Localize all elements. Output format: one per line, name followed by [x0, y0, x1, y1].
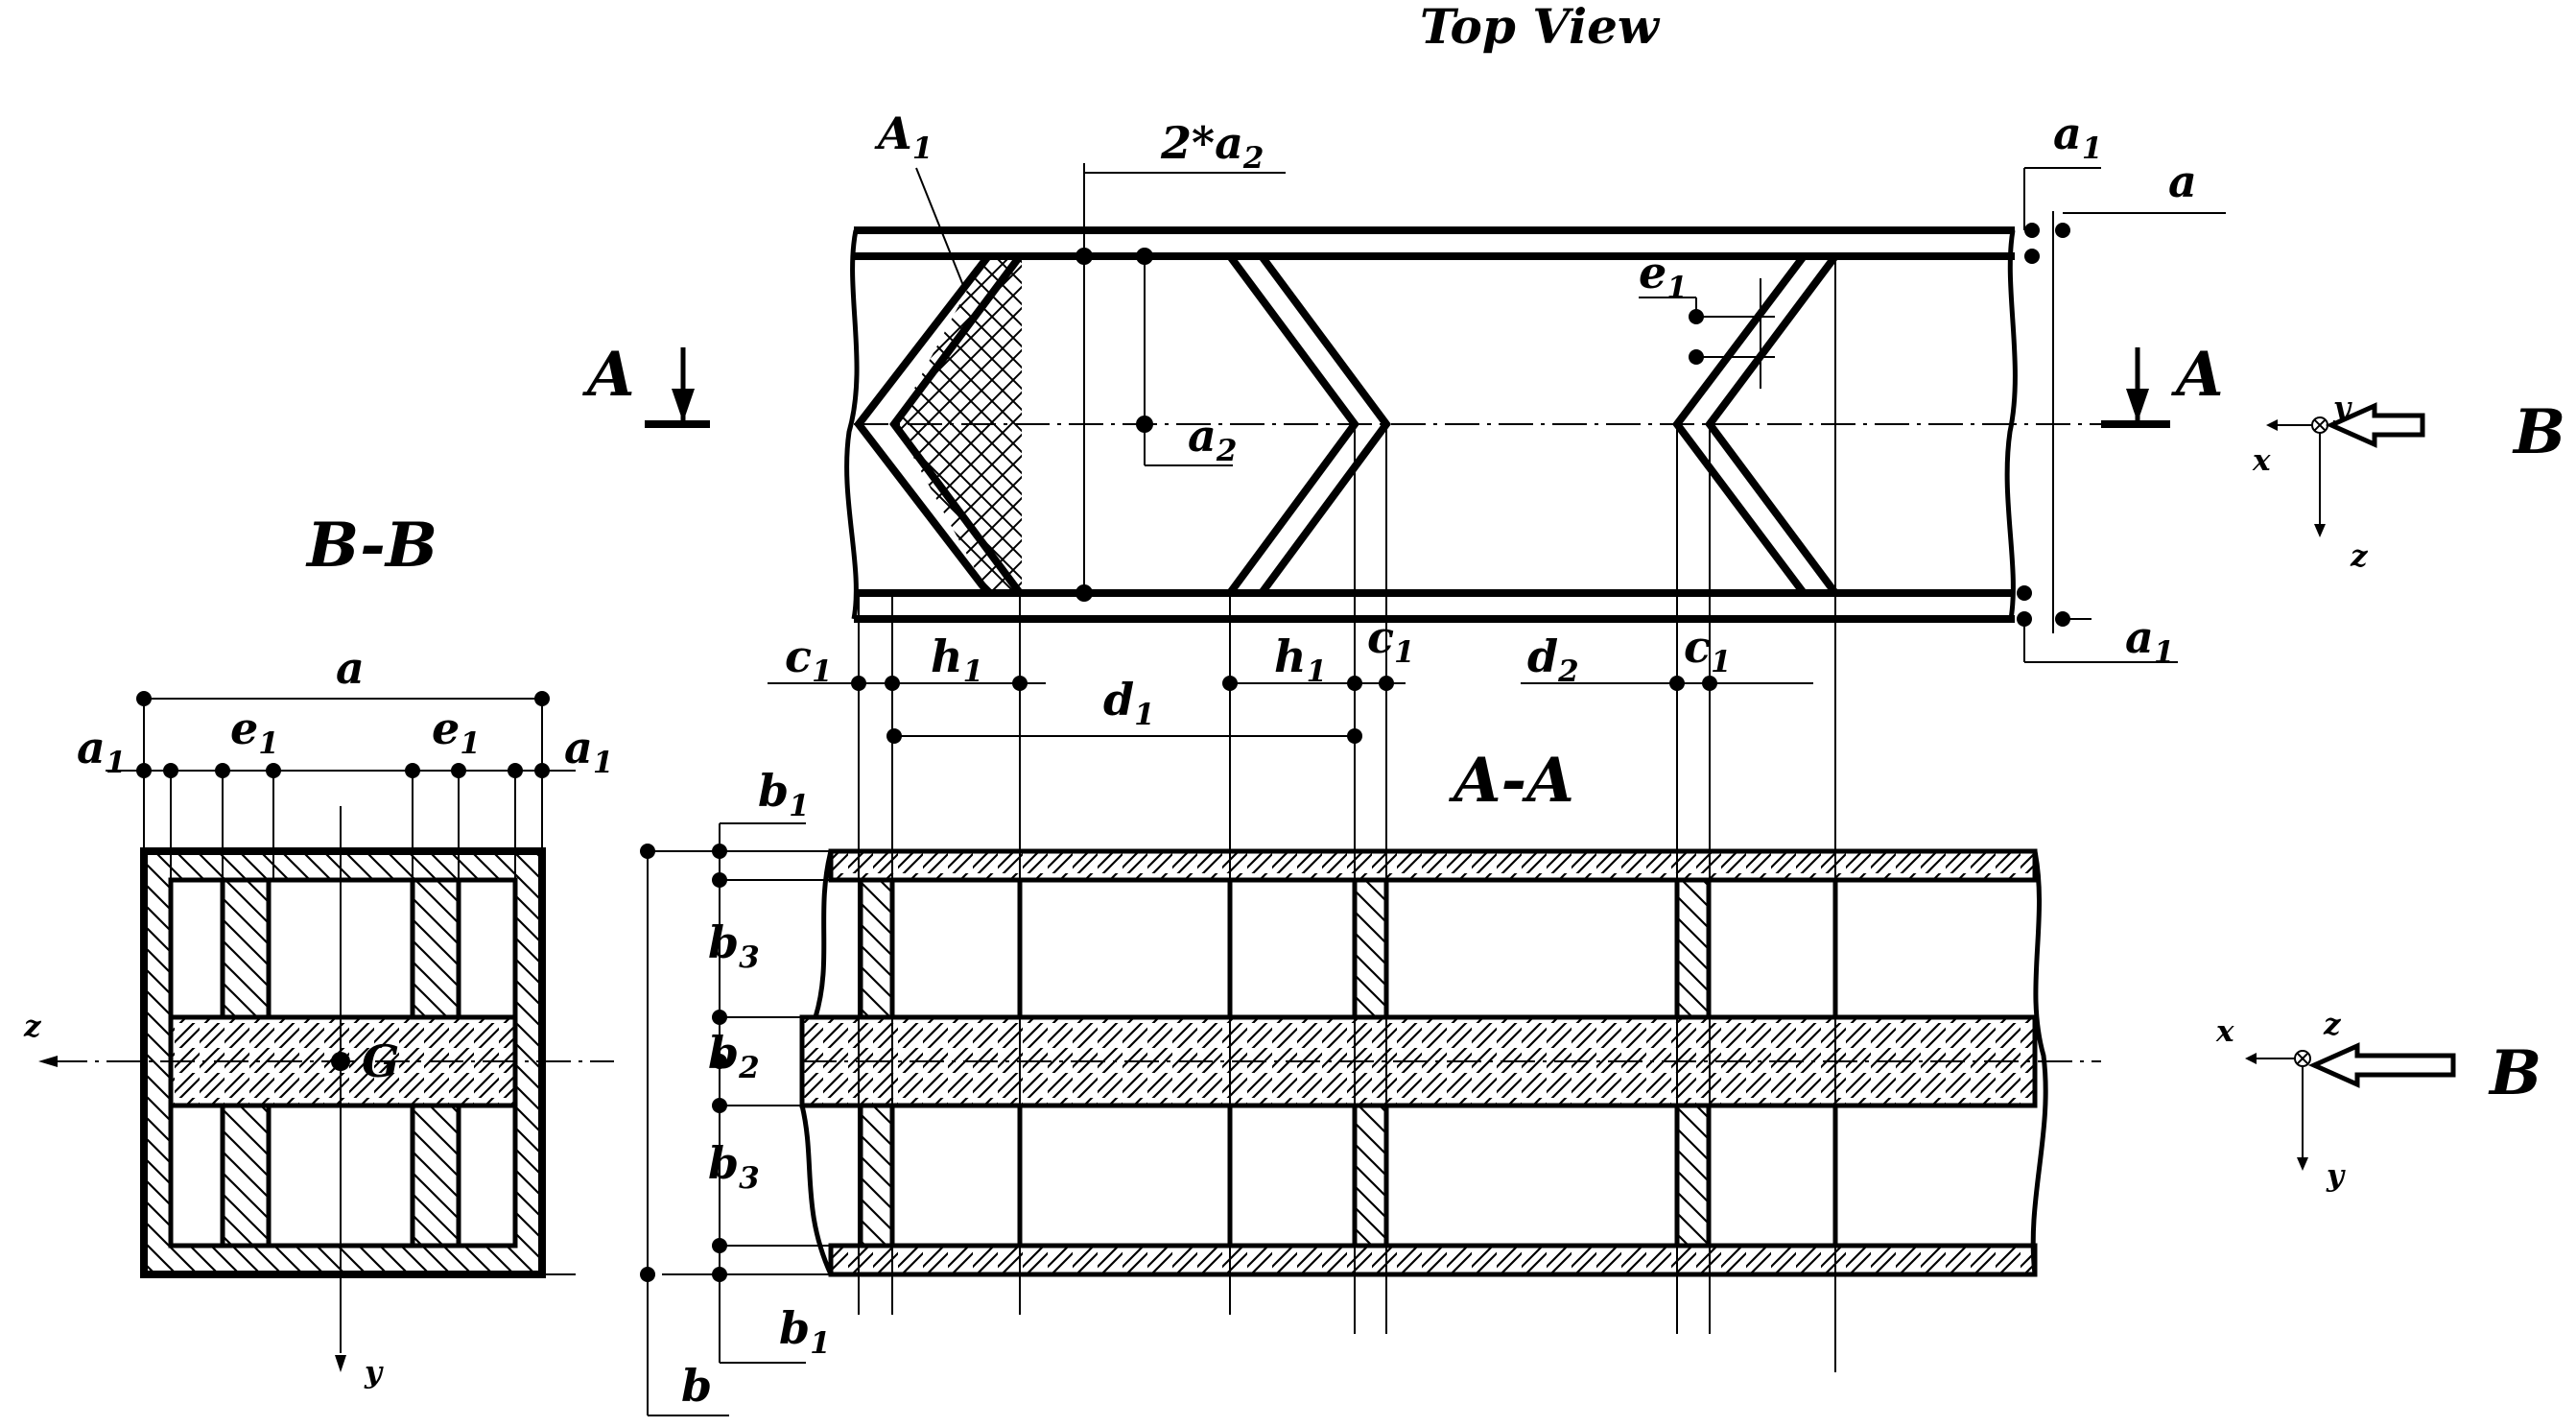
label-b3-upper: b3 — [708, 916, 760, 975]
label-d1: d1 — [1103, 674, 1155, 732]
label-a2: a2 — [1188, 410, 1237, 468]
label-h1-a: h1 — [931, 630, 983, 689]
view-b-arrow-bottom: B — [2307, 1037, 2541, 1109]
label-G: G — [362, 1035, 399, 1087]
label-d2: d2 — [1527, 630, 1579, 689]
label-a1-right-bb: a1 — [564, 722, 613, 780]
section-a-a-label: A-A — [1449, 745, 1574, 817]
view-b-label-top: B — [2512, 396, 2565, 468]
label-a-right: a — [2168, 155, 2197, 207]
section-b-b-label: B-B — [305, 510, 437, 582]
label-h1-b: h1 — [1274, 630, 1327, 689]
top-view: A A A1 2*a2 a2 e1 a1 — [582, 107, 2565, 670]
section-b-b: B-B y z G a a1 e1 e1 a1 — [23, 510, 614, 1390]
view-b-arrow-top: B — [2325, 396, 2565, 468]
label-b3-lower: b3 — [708, 1137, 760, 1196]
axis-y-bb: y — [364, 1355, 384, 1390]
cut-a-right-label: A — [2171, 339, 2224, 411]
label-c1-c: c1 — [1684, 621, 1732, 679]
view-b-label-bottom: B — [2488, 1037, 2541, 1109]
cut-a-left-label: A — [582, 339, 635, 411]
svg-text:y: y — [2326, 1158, 2346, 1193]
svg-text:z: z — [2323, 1008, 2342, 1042]
label-e1-left-bb: e1 — [230, 702, 279, 761]
label-b2: b2 — [708, 1027, 760, 1085]
label-c1-b: c1 — [1367, 611, 1415, 670]
label-a1-bottom: a1 — [2125, 611, 2174, 670]
axis-z-bb: z — [23, 1010, 42, 1044]
label-a1-left-bb: a1 — [77, 722, 126, 780]
label-e1-right-bb: e1 — [432, 702, 481, 761]
svg-text:x: x — [2215, 1014, 2234, 1049]
label-A1: A1 — [874, 107, 933, 166]
label-a1-top: a1 — [2053, 107, 2102, 166]
axes-bottom: x z y — [2215, 1008, 2346, 1193]
label-c1-a: c1 — [785, 630, 833, 689]
label-b1-top: b1 — [758, 765, 810, 823]
title-top-view: Top View — [1420, 0, 1661, 55]
label-b1-bottom: b1 — [779, 1302, 831, 1361]
section-a-a: A-A — [640, 745, 2541, 1416]
svg-text:z: z — [2350, 539, 2369, 574]
label-a-bb: a — [336, 642, 365, 694]
svg-text:x: x — [2252, 443, 2271, 478]
label-b: b — [681, 1360, 712, 1412]
label-2a2: 2*a2 — [1160, 117, 1264, 176]
